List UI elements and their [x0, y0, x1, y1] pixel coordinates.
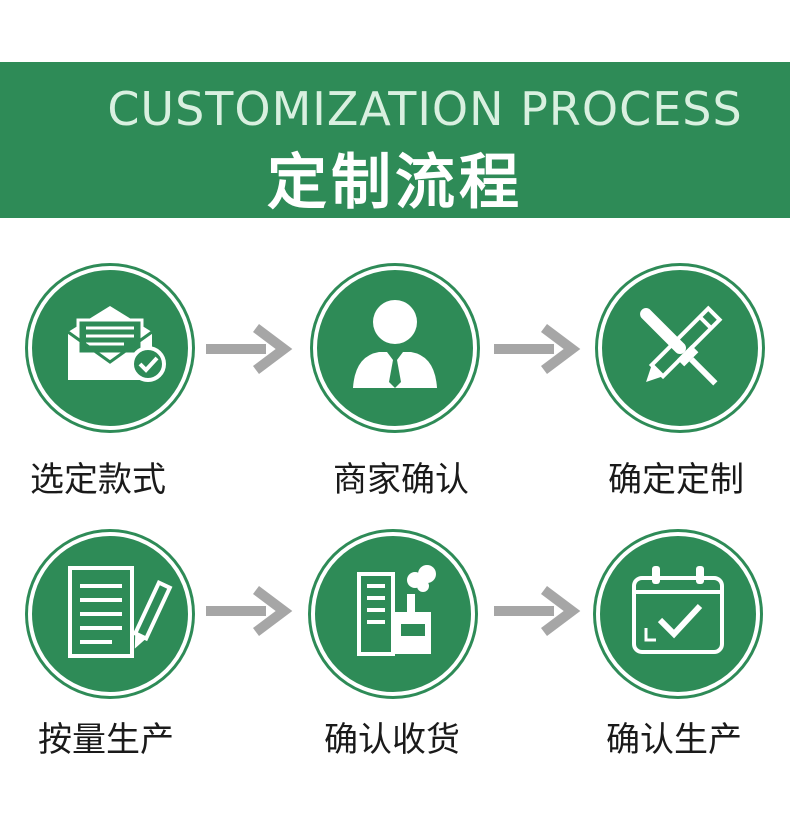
step-label-5: 确认收货 — [324, 720, 460, 760]
document-pen-icon — [28, 532, 192, 696]
title-chinese: 定制流程 — [267, 148, 523, 218]
arrow-right-icon — [206, 586, 293, 636]
step-label-6: 确认生产 — [606, 720, 742, 760]
envelope-check-icon — [28, 266, 192, 430]
step-label-2: 商家确认 — [333, 460, 469, 500]
title-english: CUSTOMIZATION PROCESS — [107, 82, 743, 136]
step-label-3: 确定定制 — [608, 460, 744, 500]
businessman-icon — [313, 266, 477, 430]
arrow-right-icon — [206, 324, 293, 374]
factory-icon — [311, 532, 475, 696]
arrow-right-icon — [494, 324, 581, 374]
calendar-check-icon — [596, 532, 760, 696]
header-banner: CUSTOMIZATION PROCESS 定制流程 — [0, 62, 790, 218]
pencil-wrench-icon — [598, 266, 762, 430]
arrow-right-icon — [494, 586, 581, 636]
step-label-1: 选定款式 — [30, 460, 166, 500]
step-label-4: 按量生产 — [38, 720, 174, 760]
